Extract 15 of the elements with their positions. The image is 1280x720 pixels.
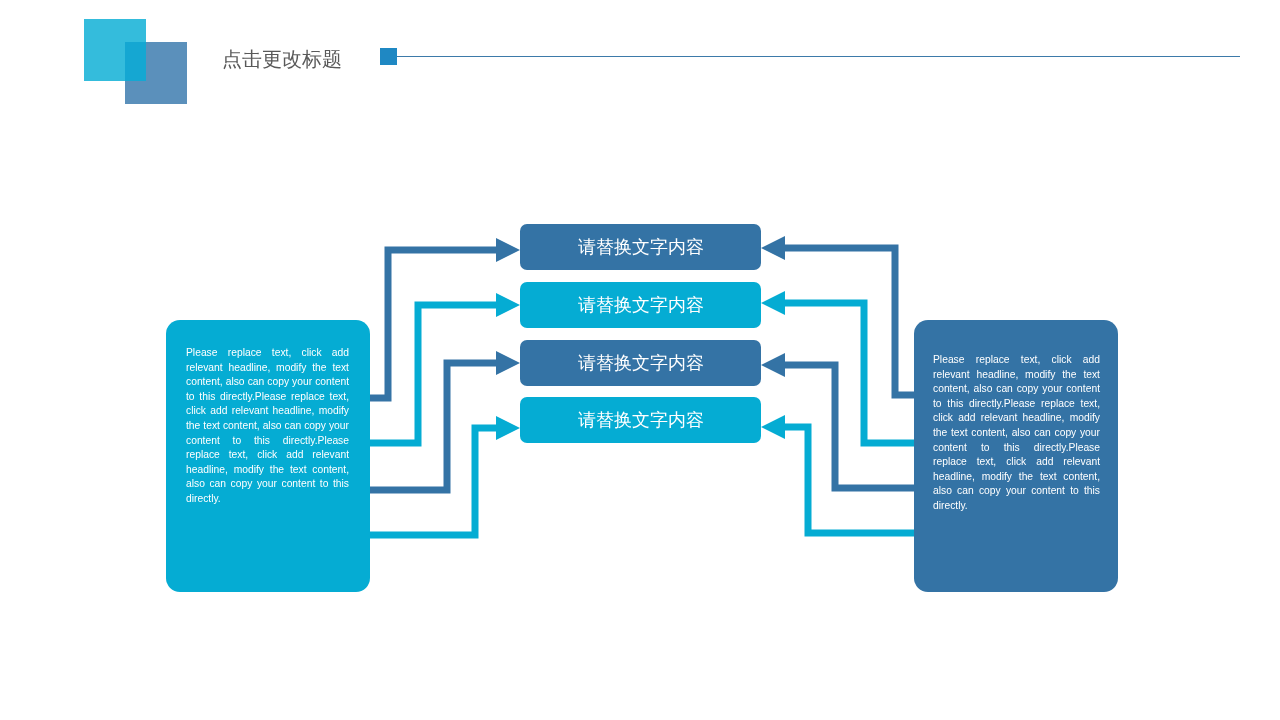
arrow [761,415,914,537]
arrow [370,351,520,494]
arrow [761,353,914,492]
content-box: Please replace text, click add relevant headline, modify the text content, also can copy your content to this directly.Please replace text, click add relevant headline, modify the text content, also can copy your content to this directly.Please replace text, click add relevant headline, modify the text content, also can copy your content to this directly. [166,320,370,592]
content-box: Please replace text, click add relevant headline, modify the text content, also can copy your content to this directly.Please replace text, click add relevant headline, modify the text content, also can copy your content to this directly.Please replace text, click add relevant headline, modify the text content, also can copy your content to this directly. [914,320,1118,592]
label-box: 请替换文字内容 [520,282,761,328]
arrow [761,236,914,399]
label-box: 请替换文字内容 [520,224,761,270]
arrow [370,238,520,402]
arrow [761,291,914,447]
arrow [370,293,520,447]
arrow [370,416,520,539]
label-box: 请替换文字内容 [520,397,761,443]
slide-title: 点击更改标题 [222,46,342,73]
label-box: 请替换文字内容 [520,340,761,386]
